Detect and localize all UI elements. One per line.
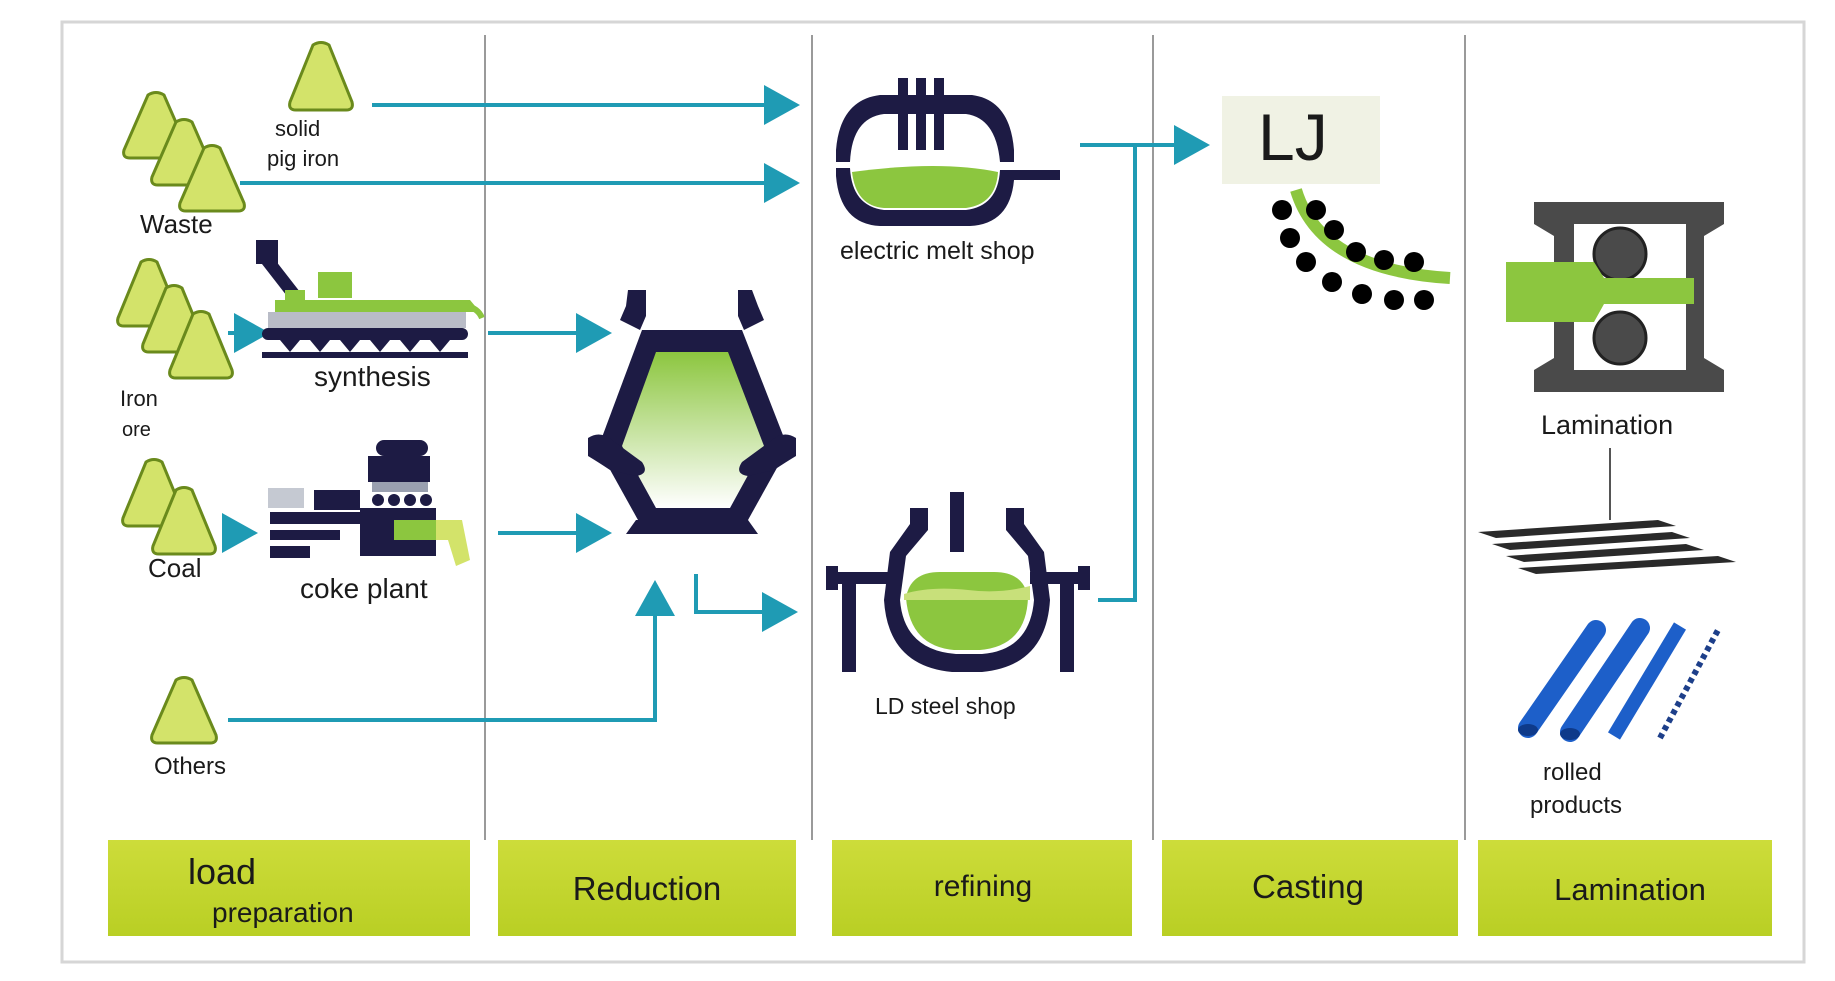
label-pig-iron: pig iron <box>267 146 339 171</box>
waste-pile-icon <box>122 91 246 213</box>
arrow-others-to-blast-furnace <box>228 580 675 722</box>
casting-mark-text: LJ <box>1258 100 1328 174</box>
line-refining-to-casting <box>1080 143 1137 602</box>
rolled-bars-icon <box>1518 618 1721 742</box>
label-products: products <box>1530 792 1622 819</box>
label-electric-melt-shop: electric melt shop <box>840 237 1035 265</box>
label-solid: solid <box>275 116 320 141</box>
pig-iron-pile-icon <box>288 41 354 112</box>
label-rolled: rolled <box>1543 759 1602 786</box>
stage-label-preparation: preparation <box>212 897 354 928</box>
label-ld-steel-shop: LD steel shop <box>875 693 1016 719</box>
stage-bars <box>108 840 1772 936</box>
synthesis-machine-icon <box>256 240 485 358</box>
flow-arrows <box>222 85 1210 722</box>
stage-bar-refining <box>832 840 1132 936</box>
stage-bar-reduction <box>498 840 796 936</box>
label-ore: ore <box>122 419 151 441</box>
arrow-blast-furnace-to-ld-shop <box>694 574 798 632</box>
stage-bar-casting <box>1162 840 1458 936</box>
others-pile-icon <box>150 676 218 745</box>
stage-label-reduction: Reduction <box>573 870 722 907</box>
rolling-mill-icon <box>1506 202 1724 392</box>
stage-bar-lamination <box>1478 840 1772 936</box>
stage-label-casting: Casting <box>1252 868 1364 905</box>
label-coke-plant: coke plant <box>300 573 428 604</box>
ld-converter-icon <box>826 492 1090 672</box>
casting-box <box>1222 96 1380 184</box>
stage-label-lamination: Lamination <box>1554 872 1706 907</box>
coal-pile-icon <box>121 458 217 556</box>
label-lamination-mill: Lamination <box>1541 410 1673 440</box>
coke-plant-icon <box>268 440 470 566</box>
stage-label-load: load <box>188 851 256 892</box>
stage-dividers <box>484 35 1466 840</box>
continuous-caster-icon <box>1272 188 1451 310</box>
label-iron: Iron <box>120 386 158 411</box>
blast-furnace-icon <box>588 290 796 534</box>
stage-label-refining: refining <box>934 870 1032 903</box>
label-others: Others <box>154 753 226 780</box>
label-waste: Waste <box>140 209 213 239</box>
electric-arc-furnace-icon <box>836 78 1060 226</box>
steel-sheets-icon <box>1478 520 1736 574</box>
label-coal: Coal <box>148 553 201 583</box>
iron-ore-pile-icon <box>116 258 234 380</box>
label-synthesis: synthesis <box>314 361 431 392</box>
stage-bar-load-preparation <box>108 840 470 936</box>
